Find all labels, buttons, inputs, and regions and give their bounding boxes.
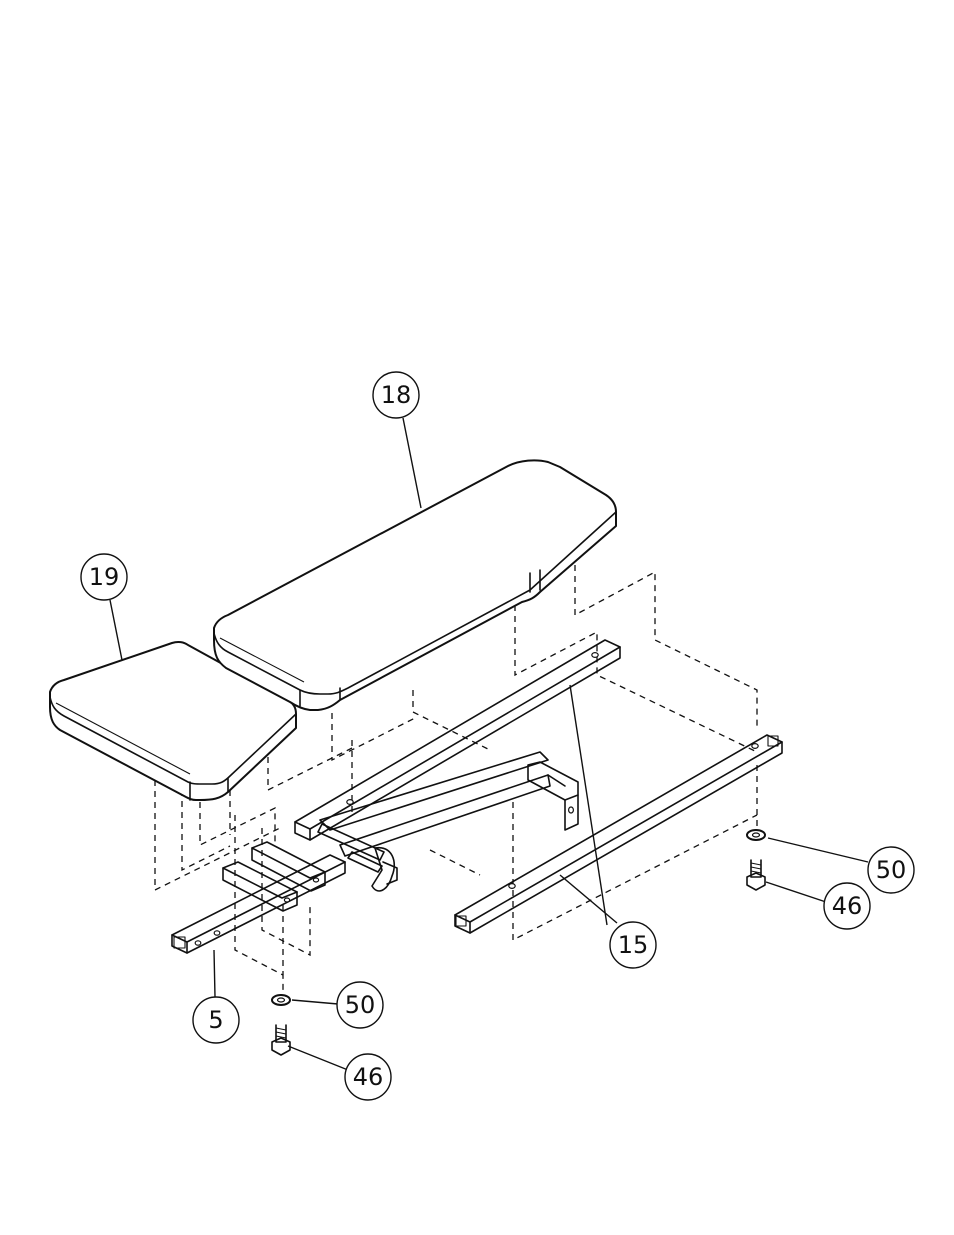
callout-19: 19	[81, 554, 127, 600]
rail-lower	[455, 735, 782, 933]
callout-15-label: 15	[618, 931, 649, 959]
callout-46-rear: 46	[824, 883, 870, 929]
callout-46-front-label: 46	[353, 1063, 384, 1091]
callout-15: 15	[610, 922, 656, 968]
bolt-front	[272, 1025, 290, 1055]
callout-50-rear-label: 50	[876, 856, 907, 884]
washer-front	[272, 995, 290, 1005]
callout-46-rear-label: 46	[832, 892, 863, 920]
callout-19-label: 19	[89, 563, 120, 591]
bolt-rear	[747, 860, 765, 890]
callout-5-label: 5	[208, 1006, 223, 1034]
front-seat-tube	[172, 842, 345, 953]
back-pad	[214, 460, 616, 710]
callout-50-front: 50	[337, 982, 383, 1028]
callout-50-front-label: 50	[345, 991, 376, 1019]
callout-18-label: 18	[381, 381, 412, 409]
callout-5: 5	[193, 997, 239, 1043]
callout-18: 18	[373, 372, 419, 418]
washer-rear	[747, 830, 765, 840]
callout-50-rear: 50	[868, 847, 914, 893]
callout-46-front: 46	[345, 1054, 391, 1100]
